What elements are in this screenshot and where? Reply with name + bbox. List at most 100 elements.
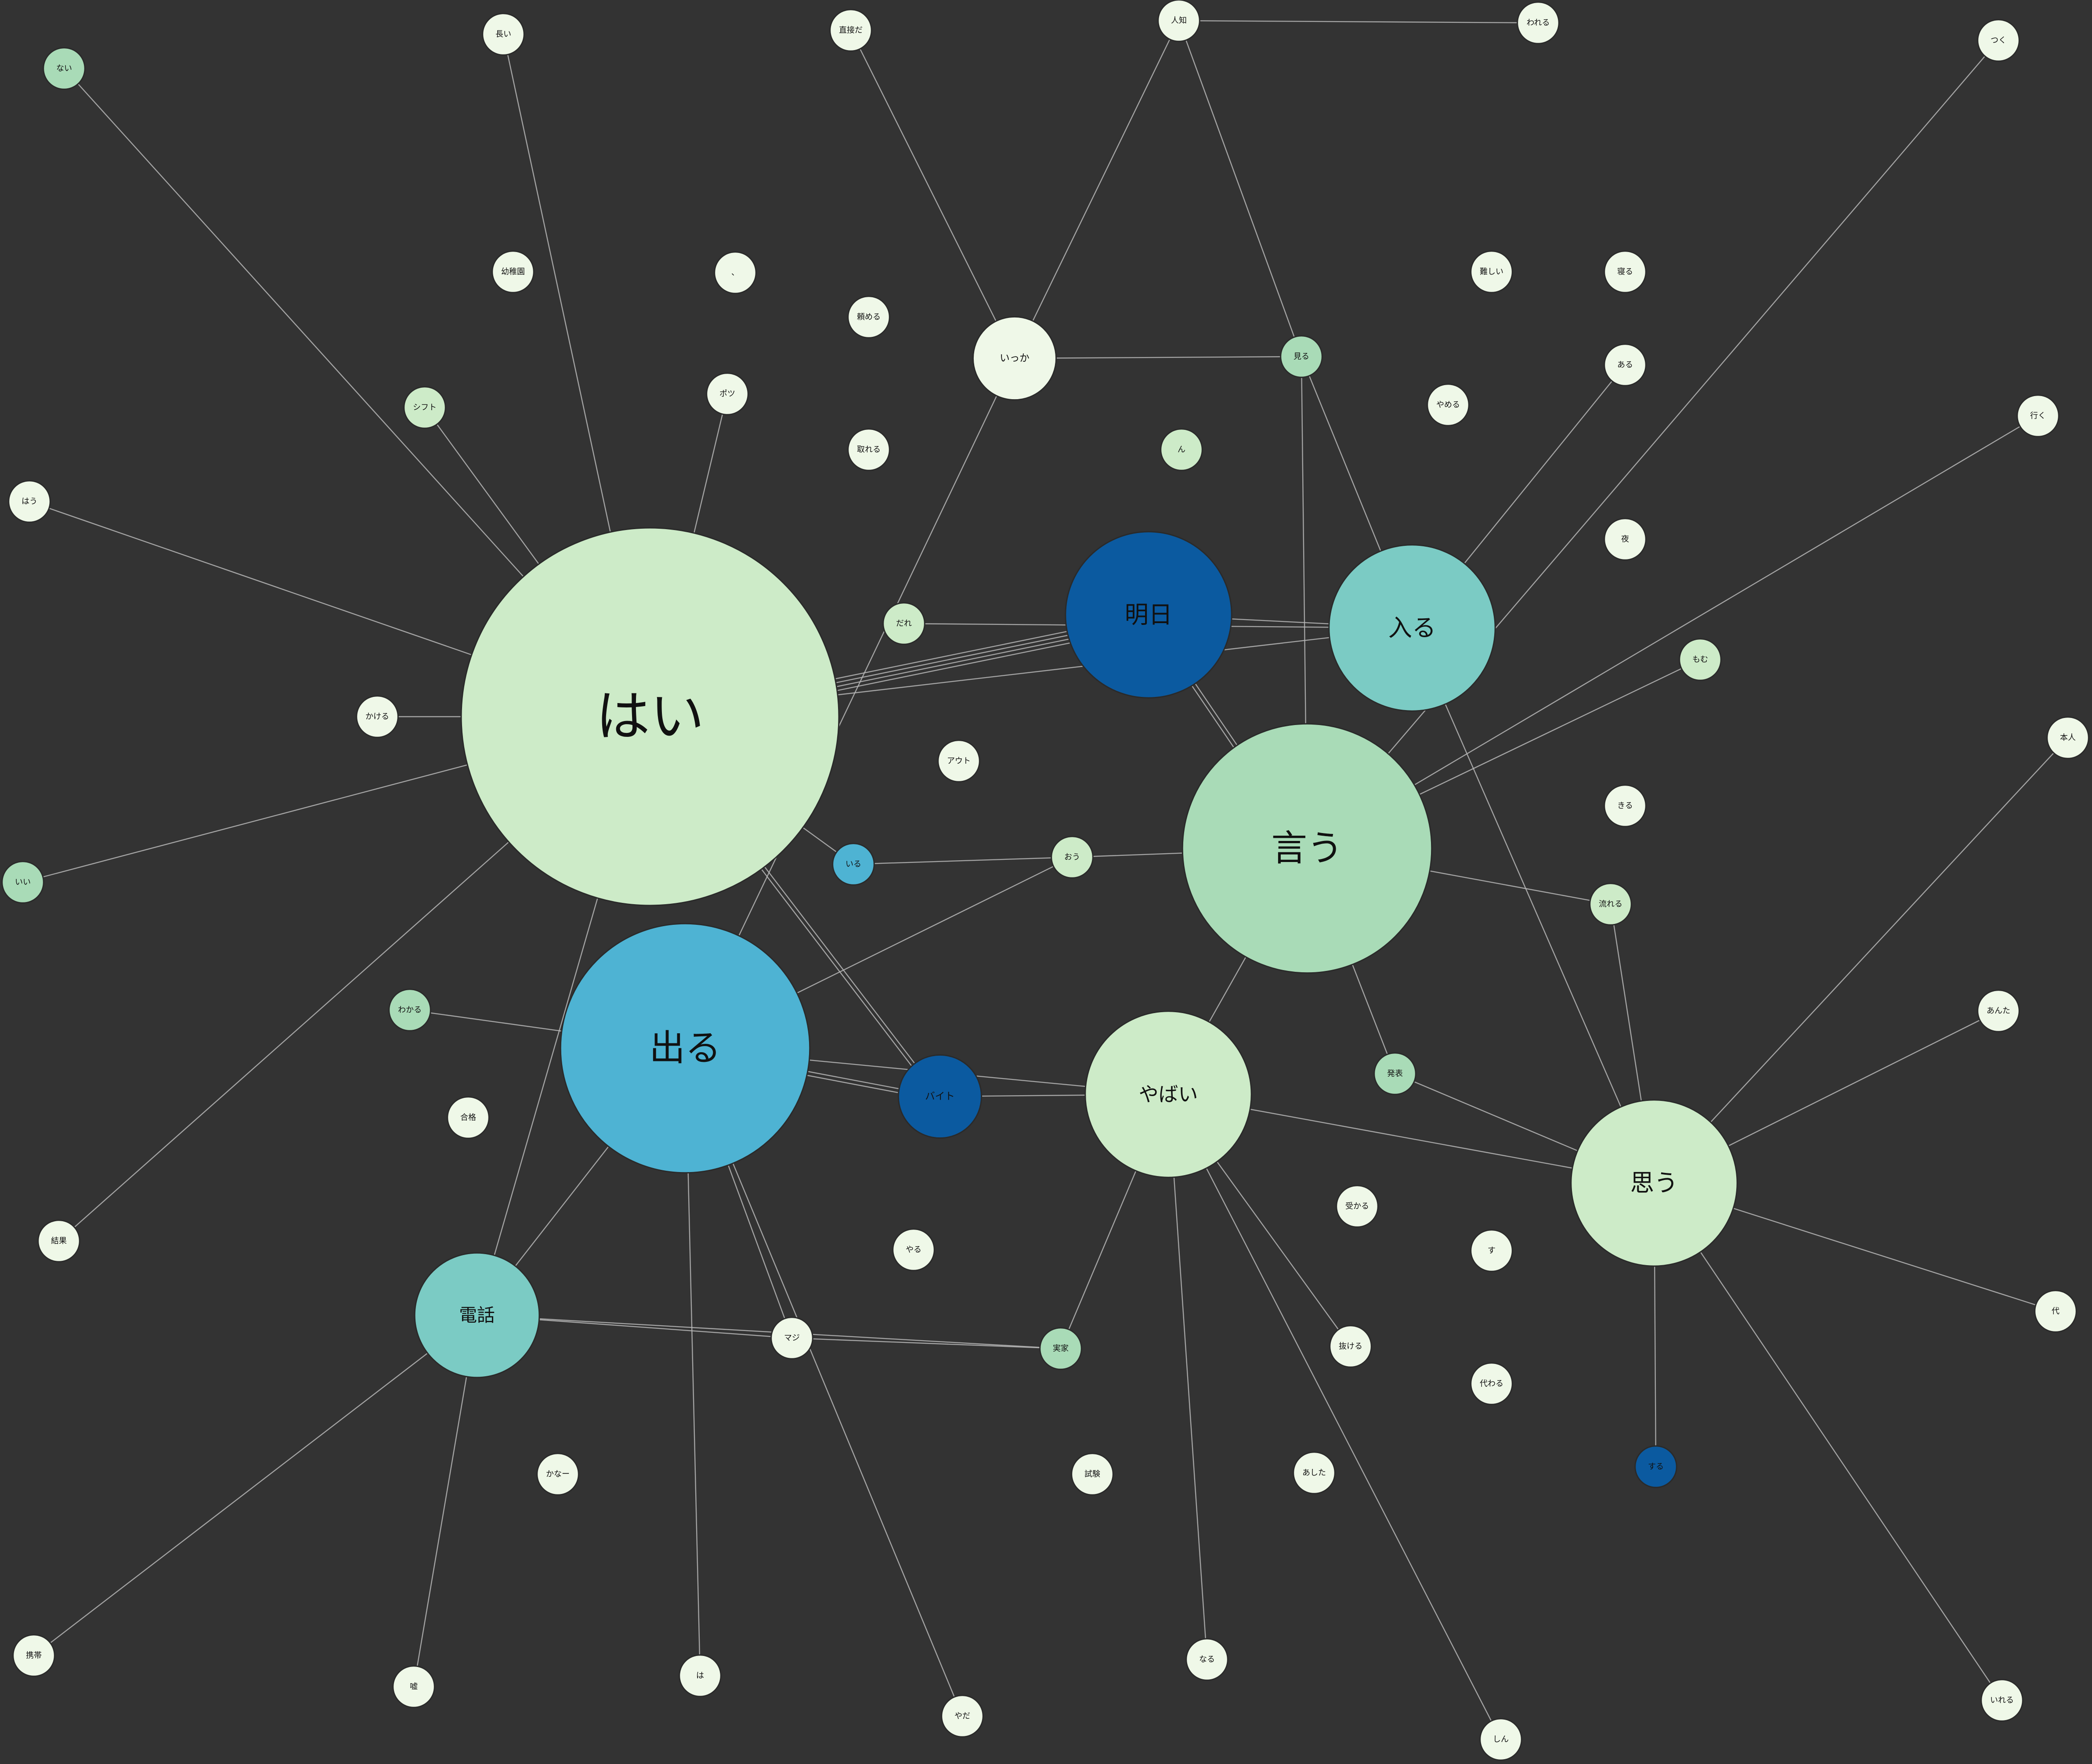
- node-nagai[interactable]: 長い: [482, 13, 525, 56]
- node-circle-ashita2: [1293, 1451, 1336, 1494]
- node-iku[interactable]: 行く: [2016, 394, 2059, 437]
- node-iu[interactable]: 言う: [1181, 723, 1433, 974]
- node-goukaku[interactable]: 合格: [447, 1096, 490, 1139]
- node-label-ashita: 明日: [1125, 601, 1173, 629]
- node-ha[interactable]: は: [679, 1654, 722, 1697]
- node-circle-aru: [1604, 343, 1647, 386]
- node-nukeru[interactable]: 抜ける: [1329, 1325, 1372, 1368]
- node-iru[interactable]: いる: [832, 843, 875, 886]
- node-circle-hau: [8, 480, 51, 523]
- node-dot[interactable]: 、: [714, 251, 757, 294]
- node-momu[interactable]: もむ: [1679, 638, 1722, 681]
- node-nagareru[interactable]: 流れる: [1589, 883, 1632, 926]
- node-kiru[interactable]: きる: [1604, 784, 1647, 827]
- node-label-baito: バイト: [925, 1091, 955, 1102]
- node-maji[interactable]: マジ: [770, 1317, 813, 1360]
- node-ikka[interactable]: いっか: [972, 316, 1057, 401]
- node-ashita2[interactable]: あした: [1293, 1451, 1336, 1494]
- node-ukaru[interactable]: 受かる: [1336, 1185, 1379, 1228]
- node-yabai[interactable]: やばい: [1084, 1010, 1252, 1178]
- node-label-toreru: 取れる: [857, 445, 881, 455]
- node-circle-denwa: [414, 1252, 540, 1378]
- node-ireru[interactable]: いれる: [1980, 1679, 2023, 1722]
- node-circle-yabai: [1084, 1010, 1252, 1178]
- node-label-happyou: 発表: [1387, 1069, 1403, 1079]
- node-label-nai: ない: [56, 64, 72, 73]
- node-ii[interactable]: いい: [1, 861, 44, 904]
- node-label-goukaku: 合格: [460, 1113, 476, 1122]
- node-kekka[interactable]: 結果: [37, 1219, 80, 1263]
- node-chokusetsu[interactable]: 直接だ: [829, 9, 872, 52]
- node-circle-hitoshiru: [1157, 0, 1200, 42]
- node-label-ou: おう: [1064, 853, 1080, 862]
- node-nai[interactable]: ない: [43, 47, 86, 90]
- edge-denwa-keitai: [33, 1315, 477, 1656]
- node-aru[interactable]: ある: [1604, 343, 1647, 386]
- node-dare[interactable]: だれ: [882, 602, 925, 645]
- node-circle-ikka: [972, 316, 1057, 401]
- node-shiken[interactable]: 試験: [1071, 1453, 1114, 1496]
- node-kakeru[interactable]: かける: [356, 695, 399, 738]
- node-circle-keitai: [12, 1634, 55, 1677]
- node-kawaru[interactable]: 代わる: [1470, 1362, 1513, 1405]
- node-hai[interactable]: はい: [460, 527, 840, 906]
- node-circle-yoru: [1604, 518, 1647, 561]
- node-yada[interactable]: やだ: [941, 1695, 984, 1738]
- node-deru[interactable]: 出る: [560, 923, 811, 1174]
- node-circle-nagai: [482, 13, 525, 56]
- node-label-naru: なる: [1199, 1655, 1215, 1664]
- node-uso[interactable]: 嘘: [392, 1665, 435, 1708]
- node-naru[interactable]: なる: [1185, 1638, 1228, 1681]
- node-label-ukaru: 受かる: [1345, 1202, 1369, 1211]
- node-baito[interactable]: バイト: [897, 1054, 983, 1139]
- node-denwa[interactable]: 電話: [414, 1252, 540, 1378]
- node-honnin[interactable]: 本人: [2046, 716, 2089, 759]
- node-kanaa[interactable]: かなー: [536, 1453, 579, 1496]
- node-toreru[interactable]: 取れる: [847, 428, 890, 471]
- node-label-kanaa: かなー: [546, 1470, 570, 1479]
- node-circle-ii: [1, 861, 44, 904]
- node-miru[interactable]: 見る: [1280, 335, 1323, 378]
- node-happyou[interactable]: 発表: [1373, 1052, 1416, 1095]
- node-label-nagai: 長い: [495, 30, 511, 39]
- node-yaru[interactable]: やる: [892, 1228, 935, 1271]
- node-circle-muzukashii: [1470, 250, 1513, 293]
- edge-ikka-miru: [1014, 356, 1302, 359]
- node-hitoshiru[interactable]: 人知: [1157, 0, 1200, 42]
- node-shifuto[interactable]: シフト: [403, 386, 446, 429]
- node-ou[interactable]: おう: [1051, 836, 1094, 879]
- node-hau[interactable]: はう: [8, 480, 51, 523]
- node-su[interactable]: す: [1470, 1229, 1513, 1272]
- node-potsu[interactable]: ポツ: [706, 372, 749, 415]
- node-label-dare: だれ: [896, 619, 912, 628]
- node-suru[interactable]: する: [1634, 1445, 1677, 1488]
- node-tsuku[interactable]: つく: [1977, 19, 2020, 62]
- node-yameru[interactable]: やめる: [1427, 383, 1470, 426]
- node-hairu[interactable]: 入る: [1328, 544, 1496, 712]
- edge-ou-iru: [853, 856, 1073, 865]
- node-anta[interactable]: あんた: [1977, 989, 2020, 1032]
- node-label-auto: アウト: [947, 757, 971, 766]
- node-shin[interactable]: しん: [1479, 1718, 1522, 1761]
- node-jikka[interactable]: 実家: [1039, 1327, 1082, 1370]
- node-label-hau: はう: [22, 497, 37, 506]
- node-label-anta: あんた: [1987, 1006, 2010, 1016]
- node-ashita[interactable]: 明日: [1065, 531, 1232, 699]
- node-dai[interactable]: 代: [2034, 1290, 2077, 1333]
- node-youchien[interactable]: 幼稚園: [491, 250, 535, 293]
- node-label-potsu: ポツ: [719, 390, 735, 399]
- node-auto[interactable]: アウト: [937, 740, 980, 783]
- node-tanomeru[interactable]: 頼める: [847, 296, 890, 339]
- node-label-kekka: 結果: [51, 1237, 67, 1246]
- edge-hitoshiru-miru: [1178, 20, 1302, 357]
- node-muzukashii[interactable]: 難しい: [1470, 250, 1513, 293]
- node-n[interactable]: ん: [1160, 428, 1203, 471]
- node-keitai[interactable]: 携帯: [12, 1634, 55, 1677]
- node-omou[interactable]: 思う: [1570, 1099, 1738, 1267]
- node-wareru[interactable]: われる: [1517, 1, 1560, 44]
- node-wakaru[interactable]: わかる: [388, 988, 431, 1032]
- node-yoru[interactable]: 夜: [1604, 518, 1647, 561]
- node-neru[interactable]: 寝る: [1604, 250, 1647, 293]
- node-circle-goukaku: [447, 1096, 490, 1139]
